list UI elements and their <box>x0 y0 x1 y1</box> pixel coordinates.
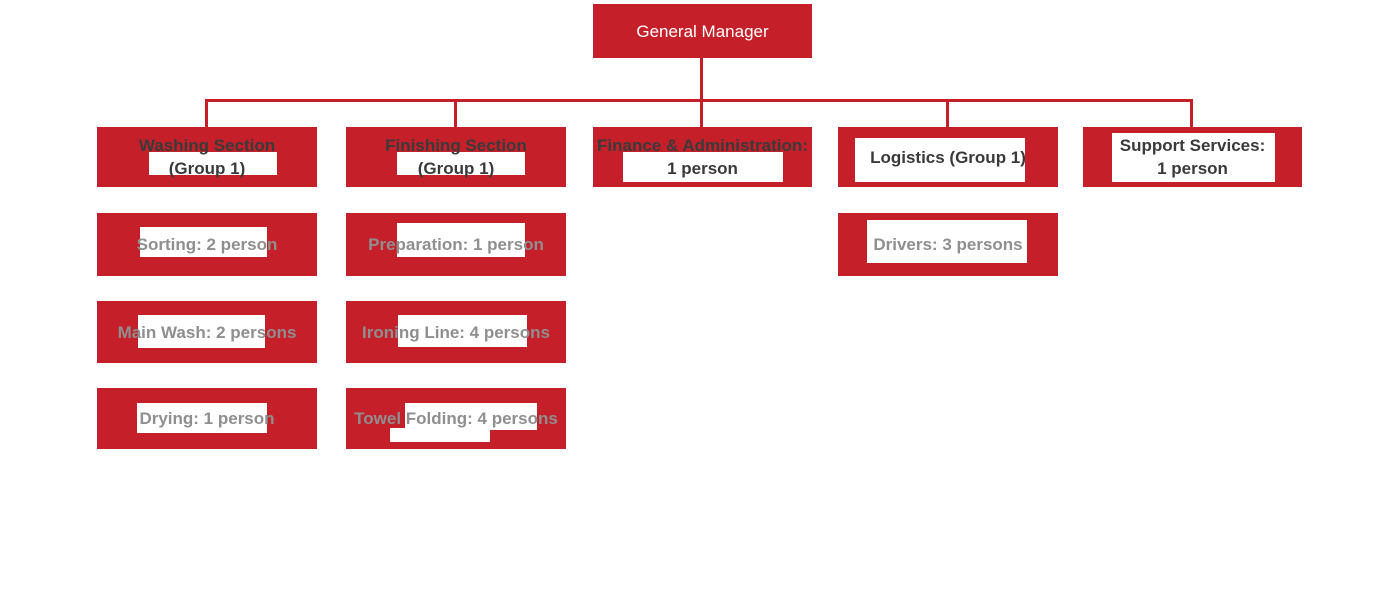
node-label: Washing Section (Group 1) <box>97 127 317 187</box>
label-background <box>623 152 783 182</box>
label-background <box>397 223 525 257</box>
node-label: Preparation: 1 person <box>346 213 566 276</box>
node-label: Support Services: 1 person <box>1083 127 1302 187</box>
node-towel-folding: Towel Folding: 4 persons <box>346 388 566 449</box>
label-line1: Finishing Section <box>385 136 527 155</box>
node-ironing-line: Ironing Line: 4 persons <box>346 301 566 363</box>
node-main-wash: Main Wash: 2 persons <box>97 301 317 363</box>
label-line: Towel Folding: 4 persons <box>354 409 558 428</box>
connector-root-drop <box>700 58 703 127</box>
node-preparation: Preparation: 1 person <box>346 213 566 276</box>
node-label: Drivers: 3 persons <box>838 213 1058 276</box>
node-label: Finishing Section (Group 1) <box>346 127 566 187</box>
label-line: Drying: 1 person <box>139 409 275 428</box>
connector-trunk <box>205 99 1193 102</box>
label-background <box>405 403 537 430</box>
node-label: Ironing Line: 4 persons <box>346 301 566 363</box>
label-line2: 1 person <box>1157 159 1228 178</box>
label-line: Sorting: 2 person <box>136 235 278 254</box>
node-label: Sorting: 2 person <box>97 213 317 276</box>
label-background <box>140 227 267 257</box>
node-finishing-section: Finishing Section (Group 1) <box>346 127 566 187</box>
connector-drop-support <box>1190 99 1193 127</box>
label-line2: 1 person <box>667 159 738 178</box>
connector-drop-logistics <box>946 99 949 127</box>
label-background <box>867 220 1027 263</box>
label-line: General Manager <box>636 21 769 41</box>
label-background <box>398 315 527 347</box>
label-line1: Finance & Administration: <box>597 136 808 155</box>
node-drivers: Drivers: 3 persons <box>838 213 1058 276</box>
label-background <box>138 315 265 348</box>
node-label: Finance & Administration: 1 person <box>593 127 812 187</box>
label-line2: (Group 1) <box>168 159 246 178</box>
label-line1: Washing Section <box>138 136 276 155</box>
node-label: General Manager <box>593 4 812 58</box>
node-label: Towel Folding: 4 persons <box>346 388 566 449</box>
label-background <box>149 152 277 175</box>
label-background-offset <box>390 428 490 442</box>
label-line: Drivers: 3 persons <box>873 235 1023 254</box>
connector-drop-washing <box>205 99 208 127</box>
node-washing-section: Washing Section (Group 1) <box>97 127 317 187</box>
node-label: Drying: 1 person <box>97 388 317 449</box>
connector-drop-finishing <box>454 99 457 127</box>
label-background <box>855 138 1025 182</box>
label-line: Main Wash: 2 persons <box>117 322 297 342</box>
node-support-services: Support Services: 1 person <box>1083 127 1302 187</box>
label-background <box>397 152 525 175</box>
label-line1: Logistics (Group 1) <box>870 147 1026 167</box>
label-line2: (Group 1) <box>417 159 495 178</box>
label-background <box>1112 133 1275 182</box>
node-drying: Drying: 1 person <box>97 388 317 449</box>
node-label: Main Wash: 2 persons <box>97 301 317 363</box>
label-line1: Support Services: <box>1119 136 1266 155</box>
label-line: Ironing Line: 4 persons <box>362 322 550 342</box>
node-logistics: Logistics (Group 1) <box>838 127 1058 187</box>
node-general-manager: General Manager <box>593 4 812 58</box>
node-finance-administration: Finance & Administration: 1 person <box>593 127 812 187</box>
node-label: Logistics (Group 1) <box>838 127 1058 187</box>
node-sorting: Sorting: 2 person <box>97 213 317 276</box>
label-line: Preparation: 1 person <box>368 235 544 254</box>
label-background <box>137 403 267 433</box>
